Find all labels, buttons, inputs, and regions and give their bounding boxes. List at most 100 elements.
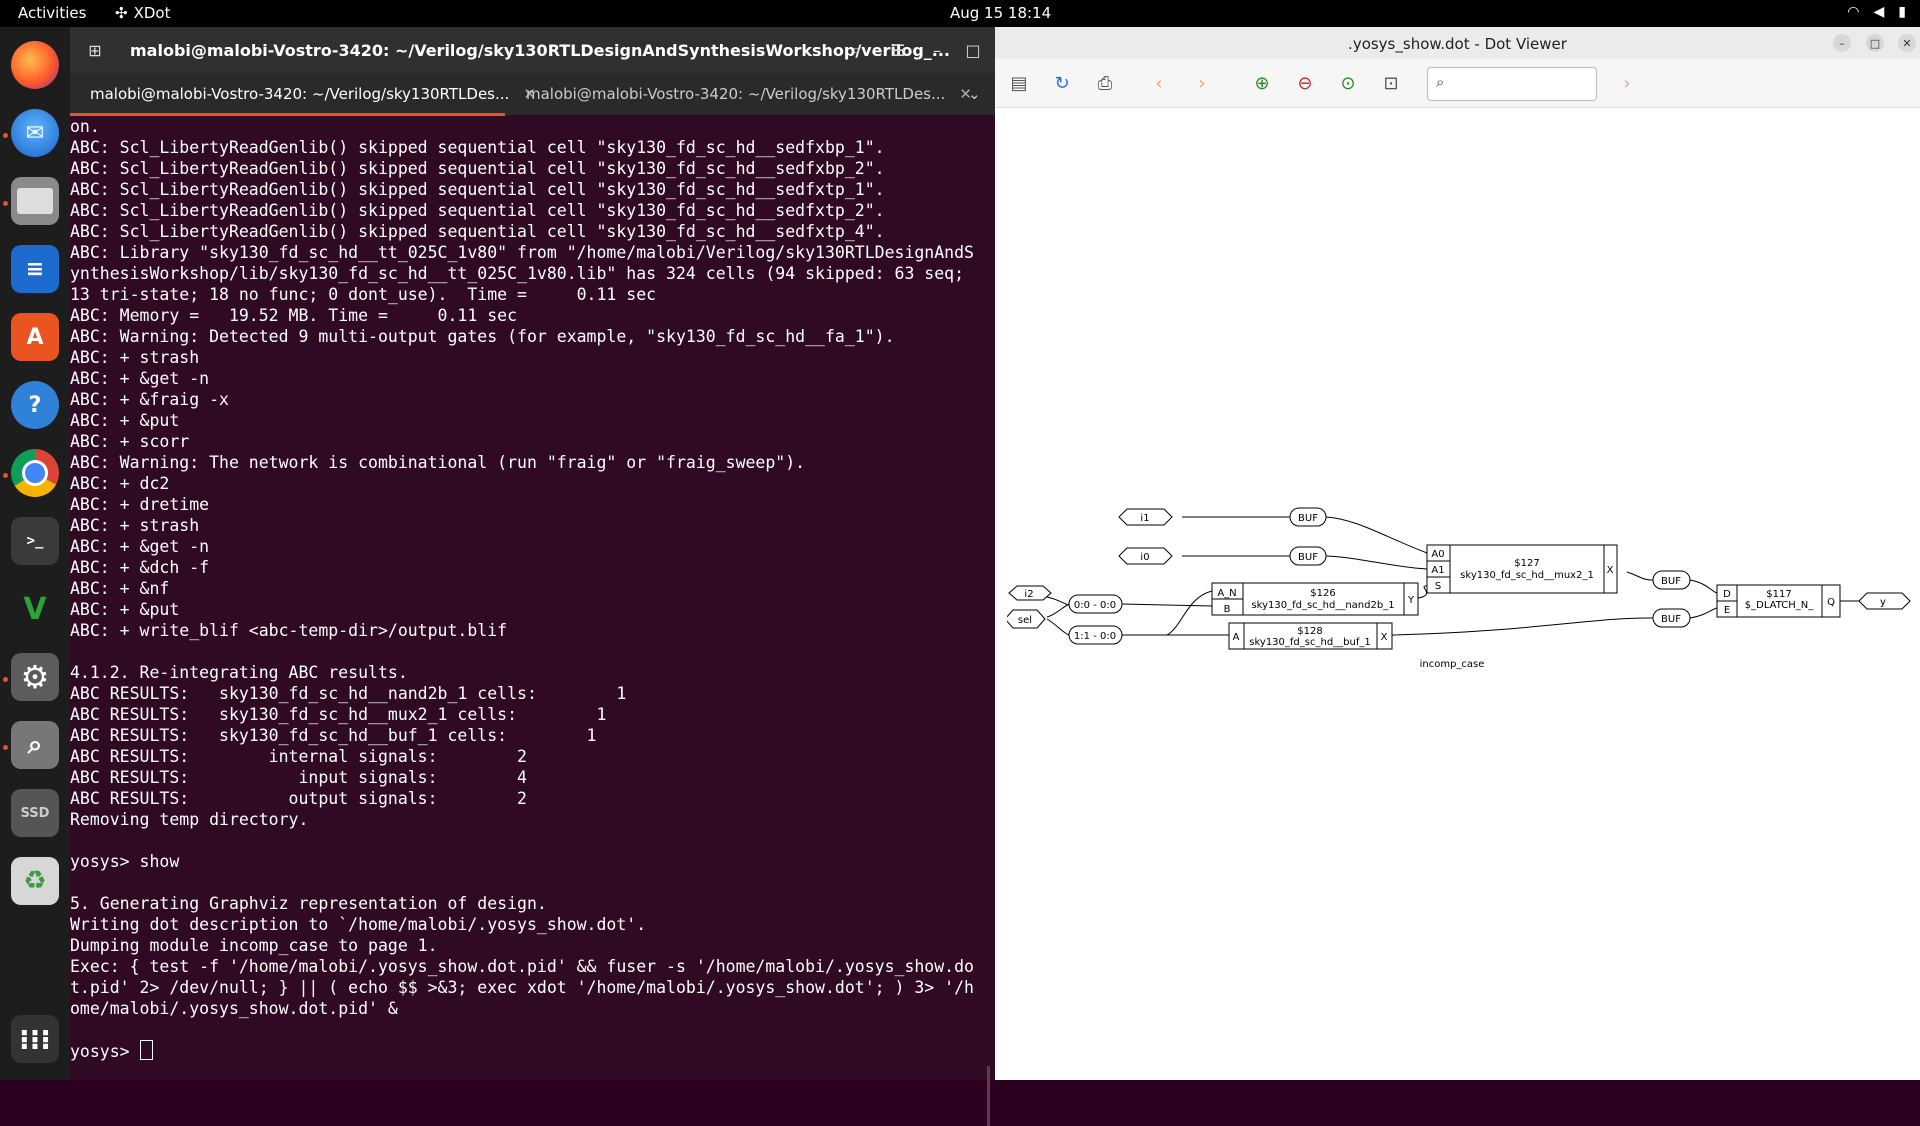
graph-canvas[interactable]: i1 i0 i2 sel y 0:0 - 0:0 1:1 - 0:0 BUF B…	[1007, 507, 1917, 672]
edge	[1046, 603, 1070, 618]
input-port-i0[interactable]	[1118, 547, 1173, 565]
text-cursor[interactable]	[139, 1040, 153, 1060]
writer-icon[interactable]: ≡	[11, 245, 59, 293]
terminal-line: 13 tri-state; 18 no func; 0 dont_use). T…	[70, 285, 657, 304]
nand-pin: A_N	[1217, 588, 1236, 599]
terminal-line: ABC: + dretime	[70, 495, 210, 514]
nand-type: sky130_fd_sc_hd__nand2b_1	[1251, 600, 1394, 611]
terminal-icon[interactable]: >_	[11, 517, 59, 565]
terminal-line: 5. Generating Graphviz representation of…	[70, 894, 547, 913]
search-icon[interactable]: ⌕	[11, 721, 59, 769]
label-i1: i1	[1140, 513, 1149, 524]
zoom-out-icon[interactable]: ⊖	[1297, 72, 1313, 94]
slice-node[interactable]	[1068, 594, 1123, 614]
settings-icon[interactable]: ⚙	[11, 653, 59, 701]
terminal-line: ABC: + scorr	[70, 432, 190, 451]
terminal-tab-2[interactable]: malobi@malobi-Vostro-3420: ~/Verilog/sky…	[526, 85, 972, 103]
latch-pin: E	[1724, 605, 1730, 616]
edge	[1046, 618, 1070, 636]
xdot-app-icon: ✣	[115, 4, 128, 22]
terminal-line: ABC: Scl_LibertyReadGenlib() skipped seq…	[70, 201, 885, 220]
buf-node[interactable]	[1289, 507, 1327, 527]
terminal-line: on.	[70, 117, 100, 136]
terminal-line: ABC RESULTS: sky130_fd_sc_hd__nand2b_1 c…	[70, 684, 627, 703]
firefox-icon[interactable]	[11, 41, 59, 89]
buf-node[interactable]	[1652, 570, 1691, 590]
new-tab-button[interactable]: ⊞	[88, 40, 102, 60]
show-apps-icon[interactable]: ⁝⁝⁝	[11, 1015, 59, 1063]
software-icon[interactable]: A	[11, 313, 59, 361]
mux-cell[interactable]	[1426, 544, 1618, 594]
maximize-button[interactable]: □	[1866, 34, 1884, 52]
mux-pin: A1	[1431, 565, 1444, 576]
buf-label: BUF	[1298, 513, 1318, 524]
terminal-tabs: malobi@malobi-Vostro-3420: ~/Verilog/sky…	[70, 73, 995, 115]
vim-icon[interactable]: V	[11, 585, 59, 633]
input-port-i1[interactable]	[1118, 508, 1173, 526]
input-port-i2[interactable]	[1008, 585, 1052, 601]
terminal-text: on. ABC: Scl_LibertyReadGenlib() skipped…	[70, 116, 985, 1062]
maximize-button[interactable]: □	[965, 40, 981, 60]
label-sel: sel	[1018, 615, 1032, 626]
terminal-line: ABC: + write_blif <abc-temp-dir>/output.…	[70, 621, 508, 640]
terminal-headerbar: ⊞ malobi@malobi-Vostro-3420: ~/Verilog/s…	[70, 27, 995, 73]
activities-button[interactable]: Activities	[18, 4, 87, 22]
terminal-line: ABC: Scl_LibertyReadGenlib() skipped seq…	[70, 222, 885, 241]
prompt: yosys>	[70, 1042, 140, 1061]
find-input[interactable]: ⌕	[1427, 67, 1597, 101]
terminal-line: ABC: Scl_LibertyReadGenlib() skipped seq…	[70, 180, 885, 199]
edge	[1391, 617, 1654, 636]
close-tab-icon[interactable]: ✕	[523, 85, 536, 103]
minimize-button[interactable]: –	[933, 40, 941, 60]
slice-node[interactable]	[1068, 625, 1123, 645]
find-next-icon[interactable]: ›	[1623, 72, 1631, 94]
system-tray[interactable]: ◠ ◀ ▮	[1847, 4, 1906, 20]
terminal-line: ABC: Warning: The network is combination…	[70, 453, 806, 472]
forward-icon[interactable]: ›	[1198, 72, 1206, 94]
open-icon[interactable]: ▤	[1010, 72, 1028, 94]
zoom-in-icon[interactable]: ⊕	[1254, 72, 1270, 94]
label-i2: i2	[1024, 589, 1033, 600]
terminal-line: ABC: + &dch -f	[70, 558, 210, 577]
zoom-fit-icon[interactable]: ⊙	[1340, 72, 1356, 94]
chrome-icon[interactable]	[11, 449, 59, 497]
terminal-line: yosys> show	[70, 852, 180, 871]
wifi-icon: ◠	[1847, 4, 1860, 20]
scrollbar[interactable]	[987, 1066, 990, 1126]
tabs-dropdown-icon[interactable]: ⌄	[968, 85, 981, 103]
ssd-drive-icon[interactable]: SSD	[11, 789, 59, 837]
buf-node[interactable]	[1289, 546, 1327, 566]
files-icon[interactable]	[11, 177, 59, 225]
dock: ✉ ≡ A ? >_ V ⚙ ⌕ SSD ♻ ⁝⁝⁝	[0, 27, 70, 1080]
close-tab-icon[interactable]: ✕	[959, 85, 972, 103]
zoom-100-icon[interactable]: ⊡	[1383, 72, 1399, 94]
thunderbird-icon[interactable]: ✉	[11, 109, 59, 157]
input-port-sel[interactable]	[1007, 609, 1046, 629]
close-button[interactable]: ✕	[1898, 34, 1916, 52]
reload-icon[interactable]: ↻	[1054, 72, 1070, 94]
search-button[interactable]: ⌕	[851, 40, 861, 59]
help-icon[interactable]: ?	[11, 381, 59, 429]
print-icon[interactable]: ⎙	[1097, 72, 1113, 94]
minimize-button[interactable]: –	[1833, 34, 1851, 52]
terminal-line: ynthesisWorkshop/lib/sky130_fd_sc_hd__tt…	[70, 264, 965, 283]
viewer-toolbar: ▤ ↻ ⎙ ‹ › ⊕ ⊖ ⊙ ⊡ ⌕ ›	[995, 59, 1920, 108]
terminal-line: ABC: + &fraig -x	[70, 390, 229, 409]
menu-button[interactable]: ☰	[890, 40, 906, 60]
app-menu[interactable]: ✣ XDot	[115, 4, 170, 22]
terminal-line: ABC: Library "sky130_fd_sc_hd__tt_025C_1…	[70, 243, 974, 262]
slice-label: 0:0 - 0:0	[1074, 600, 1116, 611]
trash-icon[interactable]: ♻	[11, 857, 59, 905]
buf-node[interactable]	[1652, 608, 1691, 628]
terminal-tab-1[interactable]: malobi@malobi-Vostro-3420: ~/Verilog/sky…	[90, 85, 536, 103]
terminal-line: ABC RESULTS: internal signals: 2	[70, 747, 527, 766]
clock[interactable]: Aug 15 18:14	[950, 4, 1052, 22]
terminal-output[interactable]: on. ABC: Scl_LibertyReadGenlib() skipped…	[70, 116, 995, 1126]
output-port-y[interactable]	[1858, 592, 1911, 610]
terminal-line: Writing dot description to `/home/malobi…	[70, 915, 647, 934]
terminal-line: ome/malobi/.yosys_show.dot.pid' &	[70, 999, 398, 1018]
back-icon[interactable]: ‹	[1155, 72, 1163, 94]
buf-cell[interactable]	[1228, 622, 1393, 650]
terminal-line: ABC: Scl_LibertyReadGenlib() skipped seq…	[70, 159, 885, 178]
edge	[1121, 603, 1213, 607]
